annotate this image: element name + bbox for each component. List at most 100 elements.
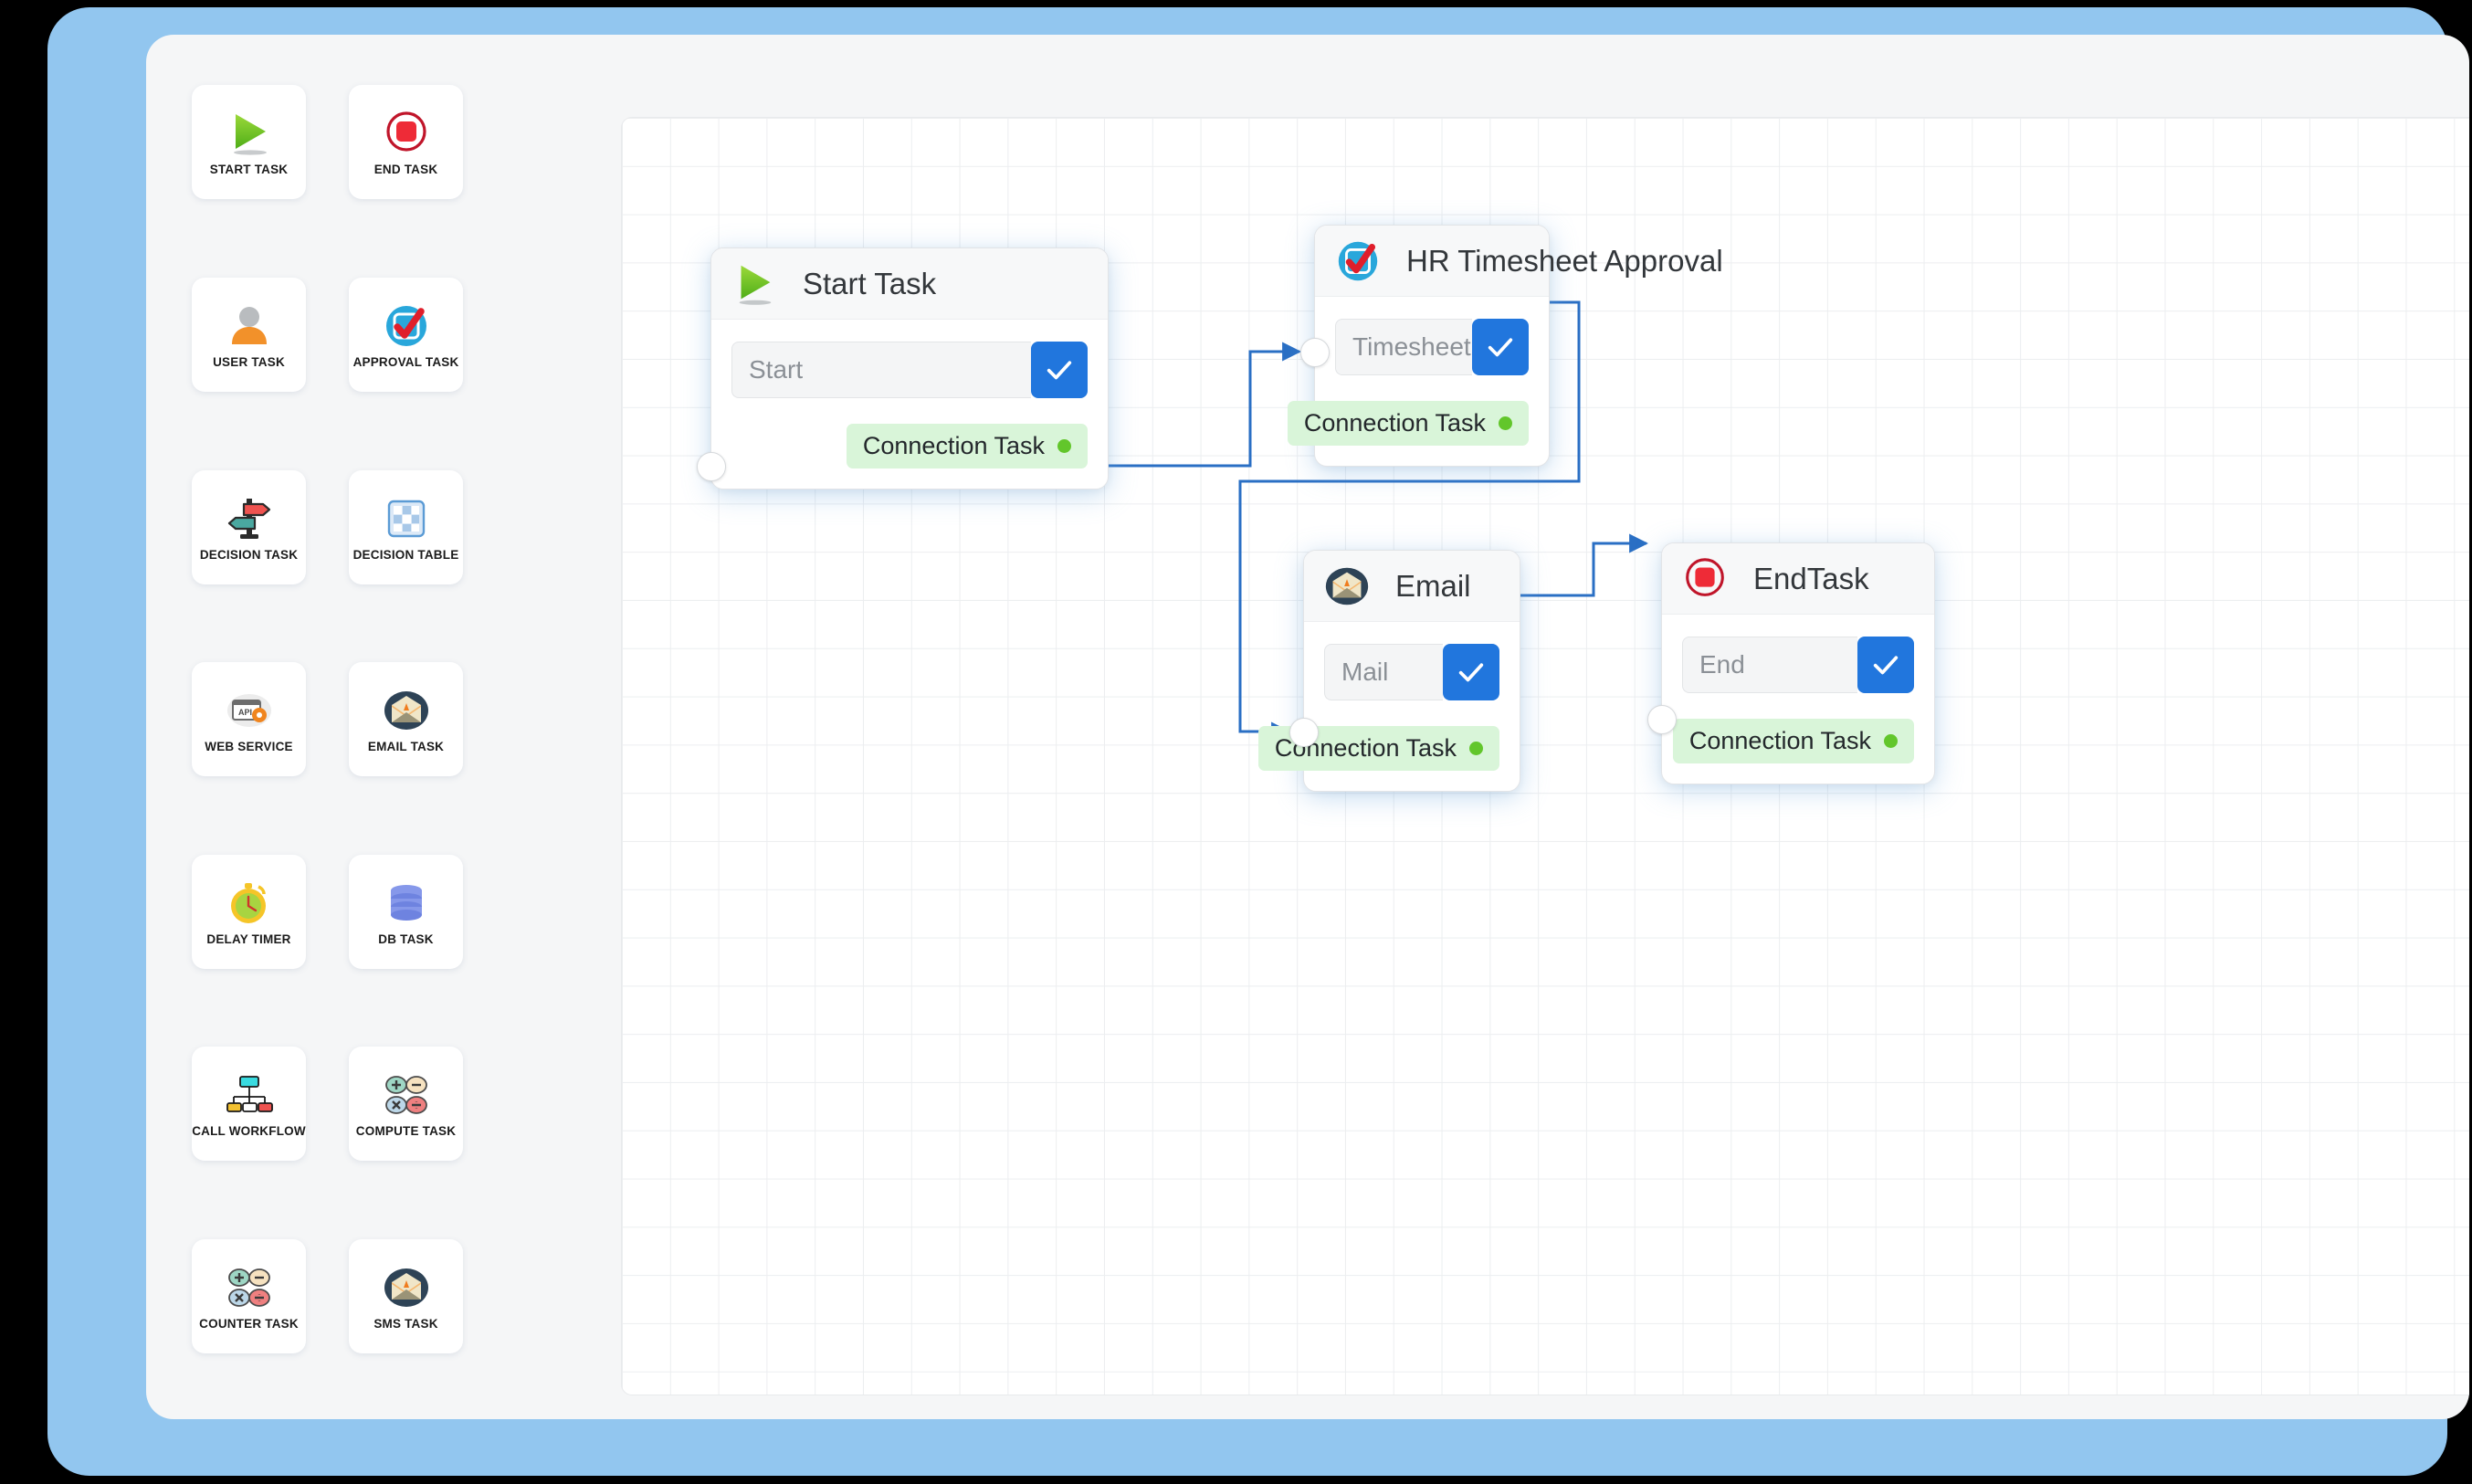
palette-item-email-task[interactable]: EMAIL TASK — [349, 662, 463, 776]
node-title: Start Task — [803, 266, 937, 300]
input-port[interactable] — [697, 452, 726, 481]
connection-row: Connection Task — [1672, 719, 1914, 763]
palette-item-label: DECISION TABLE — [352, 547, 459, 562]
connection-row: Connection Task — [1287, 401, 1529, 446]
task-name-input[interactable]: Timesheet Approval — [1335, 319, 1472, 375]
wire-start-to-approval — [1109, 342, 1302, 468]
connection-status-dot — [1469, 742, 1483, 755]
node-email[interactable]: Email Mail Connection Task — [1257, 550, 1520, 792]
palette-item-sms-task[interactable]: SMS TASK — [349, 1239, 463, 1353]
device-bezel: START TASK END TASK USER T — [47, 7, 2469, 1476]
task-name-input[interactable]: Start — [731, 342, 1031, 398]
approval-task-icon — [385, 305, 426, 346]
node-header: Email — [1304, 551, 1520, 622]
node-end-task[interactable]: EndTask End Connection Task — [1647, 542, 1935, 784]
user-task-icon — [231, 306, 267, 344]
check-icon — [1047, 361, 1072, 380]
wire-approval-to-email — [1238, 300, 1581, 742]
palette-item-label: APPROVAL TASK — [352, 354, 459, 369]
input-port[interactable] — [1300, 338, 1330, 367]
node-title: HR Timesheet Approval — [1406, 243, 1723, 278]
palette-item-web-service[interactable]: API WEB SERVICE — [192, 662, 306, 776]
palette-item-label: COMPUTE TASK — [355, 1123, 457, 1138]
connection-status-dot — [1499, 416, 1512, 430]
palette-item-label: DECISION TASK — [199, 547, 299, 562]
node-header: HR Timesheet Approval — [1315, 226, 1723, 297]
connection-task-badge[interactable]: Connection Task — [1287, 401, 1529, 446]
email-task-icon — [1325, 567, 1369, 605]
task-palette: START TASK END TASK USER T — [192, 85, 466, 1382]
connection-task-label: Connection Task — [1688, 727, 1871, 754]
palette-item-label: START TASK — [209, 162, 289, 176]
check-icon — [1873, 656, 1899, 675]
palette-item-label: DELAY TIMER — [206, 931, 291, 946]
task-name-input[interactable]: Mail — [1324, 644, 1443, 700]
connection-status-dot — [1057, 439, 1071, 453]
palette-item-decision-task[interactable]: DECISION TASK — [192, 470, 306, 584]
palette-item-end-task[interactable]: END TASK — [349, 85, 463, 199]
node-body: End Connection Task — [1662, 615, 1934, 784]
connection-task-badge[interactable]: Connection Task — [846, 424, 1088, 468]
node-field-row: Timesheet Approval — [1335, 319, 1529, 375]
web-service-icon: API — [226, 693, 271, 727]
palette-item-start-task[interactable]: START TASK — [192, 85, 306, 199]
delay-timer-icon — [230, 882, 266, 923]
node-body: Timesheet Approval Connection Task — [1287, 297, 1549, 466]
connection-task-badge[interactable]: Connection Task — [1672, 719, 1914, 763]
confirm-button[interactable] — [1472, 319, 1529, 375]
palette-item-delay-timer[interactable]: DELAY TIMER — [192, 855, 306, 969]
node-field-row: Start — [731, 342, 1088, 398]
node-title: Email — [1395, 568, 1471, 603]
sms-task-icon — [384, 1268, 428, 1307]
palette-item-counter-task[interactable]: COUNTER TASK — [192, 1239, 306, 1353]
palette-item-compute-task[interactable]: COMPUTE TASK — [349, 1047, 463, 1161]
node-start-task[interactable]: Start Task Start Connection Task — [697, 247, 1109, 489]
workflow-canvas[interactable]: Start Task Start Connection Task — [621, 117, 2469, 1395]
end-task-icon — [385, 111, 426, 152]
connection-task-badge[interactable]: Connection Task — [1257, 726, 1499, 771]
confirm-button[interactable] — [1857, 637, 1914, 693]
node-body: Mail Connection Task — [1257, 622, 1520, 791]
input-port[interactable] — [1647, 705, 1677, 734]
palette-item-db-task[interactable]: DB TASK — [349, 855, 463, 969]
input-port[interactable] — [1289, 718, 1319, 747]
app-window: START TASK END TASK USER T — [146, 35, 2469, 1419]
node-body: Start Connection Task — [711, 320, 1108, 489]
connection-status-dot — [1884, 734, 1898, 748]
db-task-icon — [390, 884, 422, 921]
end-task-icon — [1686, 557, 1724, 596]
node-title: EndTask — [1753, 561, 1869, 595]
check-icon — [1488, 338, 1513, 357]
palette-item-call-workflow[interactable]: CALL WORKFLOW — [192, 1047, 306, 1161]
call-workflow-icon — [226, 1076, 273, 1112]
task-name-input[interactable]: End — [1682, 637, 1857, 693]
palette-item-label: DB TASK — [378, 931, 434, 946]
node-hr-timesheet-approval[interactable]: HR Timesheet Approval Timesheet Approval — [1287, 225, 1723, 467]
start-task-icon — [739, 265, 772, 305]
decision-task-icon — [227, 498, 270, 539]
palette-item-approval-task[interactable]: APPROVAL TASK — [349, 278, 463, 392]
palette-item-label: USER TASK — [213, 354, 285, 369]
node-field-row: End — [1682, 637, 1914, 693]
connection-task-label: Connection Task — [862, 432, 1045, 459]
wire-email-to-end — [1520, 533, 1649, 597]
node-header: EndTask — [1662, 543, 1934, 615]
approval-task-icon — [1338, 241, 1378, 280]
palette-item-label: CALL WORKFLOW — [192, 1123, 306, 1138]
connection-row: Connection Task — [731, 424, 1088, 468]
compute-task-icon — [384, 1076, 427, 1114]
confirm-button[interactable] — [1443, 644, 1499, 700]
decision-table-icon — [387, 500, 425, 538]
palette-item-label: END TASK — [373, 162, 438, 176]
connection-row: Connection Task — [1257, 726, 1499, 771]
palette-item-decision-table[interactable]: DECISION TABLE — [349, 470, 463, 584]
confirm-button[interactable] — [1031, 342, 1088, 398]
palette-item-user-task[interactable]: USER TASK — [192, 278, 306, 392]
check-icon — [1458, 663, 1484, 682]
palette-item-label: EMAIL TASK — [367, 739, 445, 753]
start-task-icon — [233, 113, 267, 155]
counter-task-icon — [227, 1268, 270, 1307]
node-header: Start Task — [711, 248, 1108, 320]
connection-task-label: Connection Task — [1303, 409, 1486, 437]
palette-item-label: COUNTER TASK — [199, 1316, 299, 1331]
